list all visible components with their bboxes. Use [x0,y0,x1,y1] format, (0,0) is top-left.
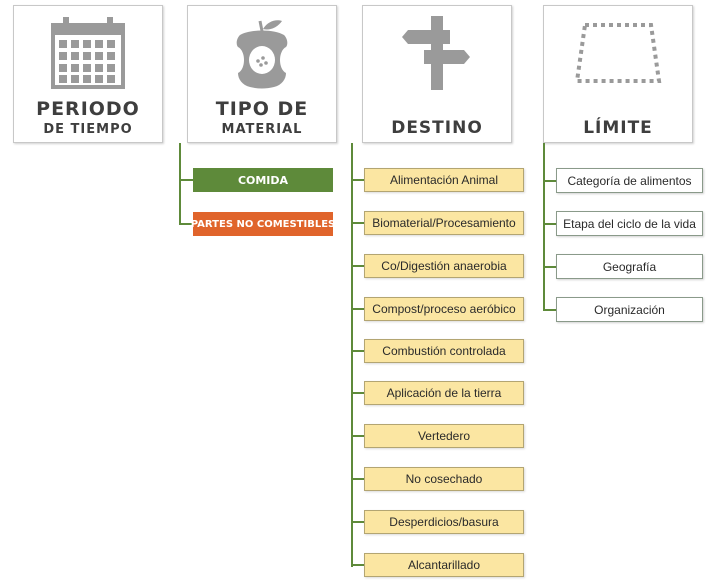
destino-connector-branch [351,521,364,523]
limite-connector-branch [543,223,556,225]
signpost-icon [363,16,511,90]
limite-connector-vertical [543,143,545,311]
destino-item: Aplicación de la tierra [364,381,524,405]
limite-item: Organización [556,297,703,322]
material-connector-branch [179,223,193,225]
material-connector-branch [179,179,193,181]
card-destino: DESTINO [362,5,512,143]
limite-connector-branch [543,266,556,268]
card-limite: LÍMITE [543,5,693,143]
destino-item: Compost/proceso aeróbico [364,297,524,321]
card-title-line1: LÍMITE [583,118,653,138]
card-title-line1: TIPO DE [215,98,309,120]
destino-connector-branch [351,222,364,224]
card-title-line1: PERIODO [36,98,140,120]
destino-connector-branch [351,478,364,480]
limite-item: Etapa del ciclo de la vida [556,211,703,236]
destino-connector-branch [351,392,364,394]
limite-item: Geografía [556,254,703,279]
card-title-line2: DE TIEMPO [43,122,133,137]
dotted-boundary-icon [544,18,692,88]
destino-item: No cosechado [364,467,524,491]
destino-connector-branch [351,564,364,566]
destino-item: Alcantarillado [364,553,524,577]
card-title-line1: DESTINO [391,118,483,138]
limite-item: Categoría de alimentos [556,168,703,193]
card-tipo-de-material: TIPO DE MATERIAL [187,5,337,143]
destino-item: Desperdicios/basura [364,510,524,534]
limite-connector-branch [543,180,556,182]
destino-item: Combustión controlada [364,339,524,363]
calendar-icon [14,17,162,89]
card-title-line2: MATERIAL [221,122,303,137]
destino-connector-branch [351,308,364,310]
material-comida: COMIDA [193,168,333,192]
destino-item: Alimentación Animal [364,168,524,192]
destino-connector-branch [351,350,364,352]
destino-item: Co/Digestión anaerobia [364,254,524,278]
limite-connector-branch [543,309,556,311]
material-connector-vertical [179,143,181,225]
destino-item: Biomaterial/Procesamiento [364,211,524,235]
destino-item: Vertedero [364,424,524,448]
material-partes-no-comestibles: PARTES NO COMESTIBLES [191,212,335,236]
destino-connector-branch [351,179,364,181]
destino-connector-vertical [351,143,353,567]
destino-connector-branch [351,435,364,437]
card-periodo-de-tiempo: PERIODO DE TIEMPO [13,5,163,143]
apple-core-icon [188,18,336,89]
destino-connector-branch [351,265,364,267]
